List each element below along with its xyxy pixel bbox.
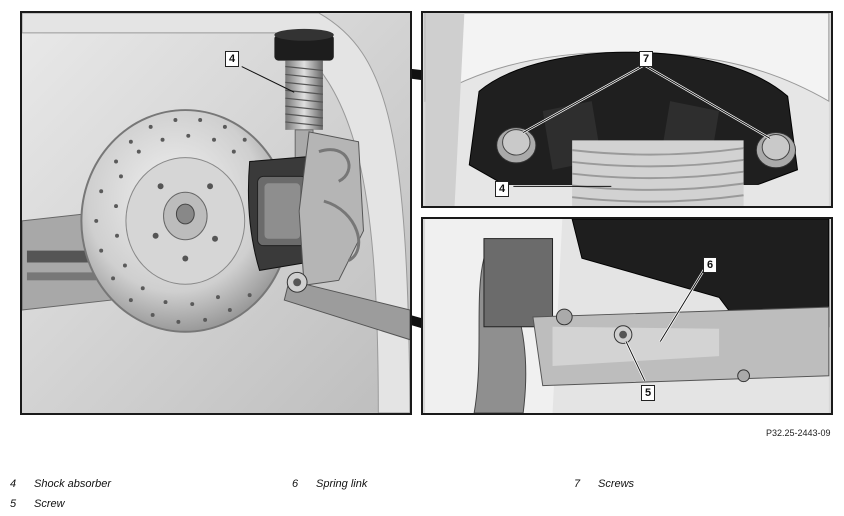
callout-spring-link: 6 bbox=[703, 257, 718, 273]
callout-screws: 7 bbox=[639, 51, 654, 67]
wheel-hub-illustration: 4 bbox=[20, 11, 412, 415]
legend-label: Screws bbox=[598, 478, 635, 490]
legend-number: 4 bbox=[10, 478, 17, 490]
legend-label: Shock absorber bbox=[34, 478, 112, 490]
spring-link-detail: 6 5 bbox=[421, 217, 833, 415]
legend-number: 5 bbox=[10, 498, 17, 510]
legend-number: 7 bbox=[574, 478, 581, 490]
legend-number: 6 bbox=[292, 478, 299, 490]
callout-shock-absorber: 4 bbox=[225, 51, 240, 67]
strut-mount-detail: 7 4 bbox=[421, 11, 833, 208]
legend-label: Screw bbox=[34, 498, 65, 510]
callout-shock-absorber-detail: 4 bbox=[495, 181, 510, 197]
callout-screw: 5 bbox=[641, 385, 656, 401]
legend-label: Spring link bbox=[316, 478, 368, 490]
figure-reference: P32.25-2443-09 bbox=[766, 428, 831, 438]
